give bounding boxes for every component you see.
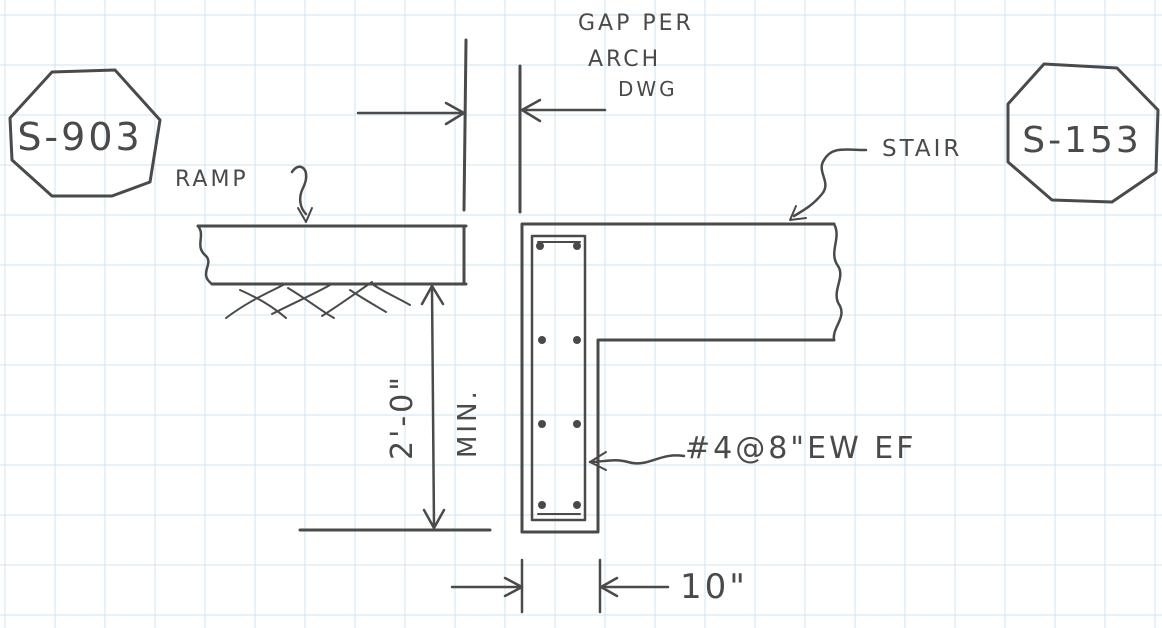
right-callout-ref: S-153 <box>1022 120 1142 161</box>
ramp-leader <box>290 165 308 216</box>
rebar-leader <box>588 454 686 465</box>
depth-dimension <box>420 284 446 530</box>
gap-lines <box>356 38 607 214</box>
right-section-callout: S-153 <box>1006 62 1160 204</box>
gap-note-line3: DWG <box>618 77 678 101</box>
thickness-dimension <box>450 558 670 614</box>
ramp-label: RAMP <box>175 167 249 192</box>
rebar-note: #4@8"EW EF <box>685 431 916 466</box>
stair-leader <box>792 148 868 218</box>
depth-label: 2'-0" <box>385 374 420 460</box>
stair-label: STAIR <box>882 136 962 162</box>
depth-qualifier: MIN. <box>453 388 483 458</box>
left-section-callout: S-903 <box>8 68 162 198</box>
gap-note-line1: GAP PER <box>578 11 694 36</box>
rebar-dots <box>536 242 581 509</box>
stair-wall-section <box>520 222 843 534</box>
left-callout-ref: S-903 <box>17 115 142 159</box>
gap-note-line2: ARCH <box>588 47 661 72</box>
thickness-label: 10" <box>680 567 748 607</box>
soil-hatch <box>225 281 411 319</box>
ramp-slab <box>196 224 468 286</box>
